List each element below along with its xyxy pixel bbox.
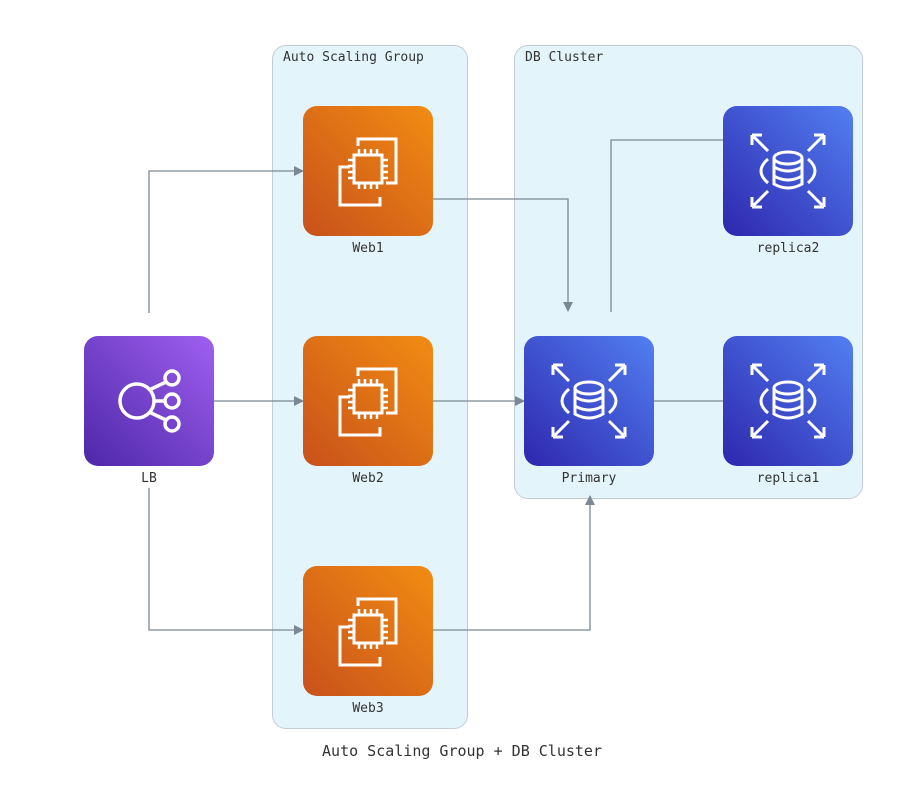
node-web1[interactable]: Web1 bbox=[303, 106, 433, 256]
ec2-instance-icon bbox=[303, 566, 433, 696]
node-replica2[interactable]: replica2 bbox=[723, 106, 853, 256]
node-label: LB bbox=[141, 471, 157, 486]
node-label: Web3 bbox=[352, 701, 384, 716]
edge-lb-web1 bbox=[148, 166, 304, 313]
edge-web1-primary bbox=[433, 198, 573, 312]
node-label: replica2 bbox=[756, 241, 820, 256]
ec2-instance-icon bbox=[303, 106, 433, 236]
node-web3[interactable]: Web3 bbox=[303, 566, 433, 716]
rds-database-icon bbox=[524, 336, 654, 466]
node-replica1[interactable]: replica1 bbox=[723, 336, 853, 486]
node-label: replica1 bbox=[756, 471, 820, 486]
rds-database-icon bbox=[723, 336, 853, 466]
edge-web3-primary bbox=[433, 495, 595, 631]
node-lb[interactable]: LB bbox=[84, 336, 214, 486]
node-label: Web1 bbox=[352, 241, 384, 256]
cluster-label: Auto Scaling Group bbox=[283, 50, 424, 65]
node-label: Primary bbox=[561, 471, 617, 486]
ec2-instance-icon bbox=[303, 336, 433, 466]
cluster-label: DB Cluster bbox=[525, 50, 604, 65]
edge-primary-replica2 bbox=[610, 139, 723, 312]
node-label: Web2 bbox=[352, 471, 384, 486]
elastic-load-balancer-icon bbox=[84, 336, 214, 466]
rds-database-icon bbox=[723, 106, 853, 236]
node-primary[interactable]: Primary bbox=[524, 336, 654, 486]
edge-lb-web3 bbox=[148, 488, 304, 635]
node-web2[interactable]: Web2 bbox=[303, 336, 433, 486]
diagram-title: Auto Scaling Group + DB Cluster bbox=[322, 742, 602, 760]
